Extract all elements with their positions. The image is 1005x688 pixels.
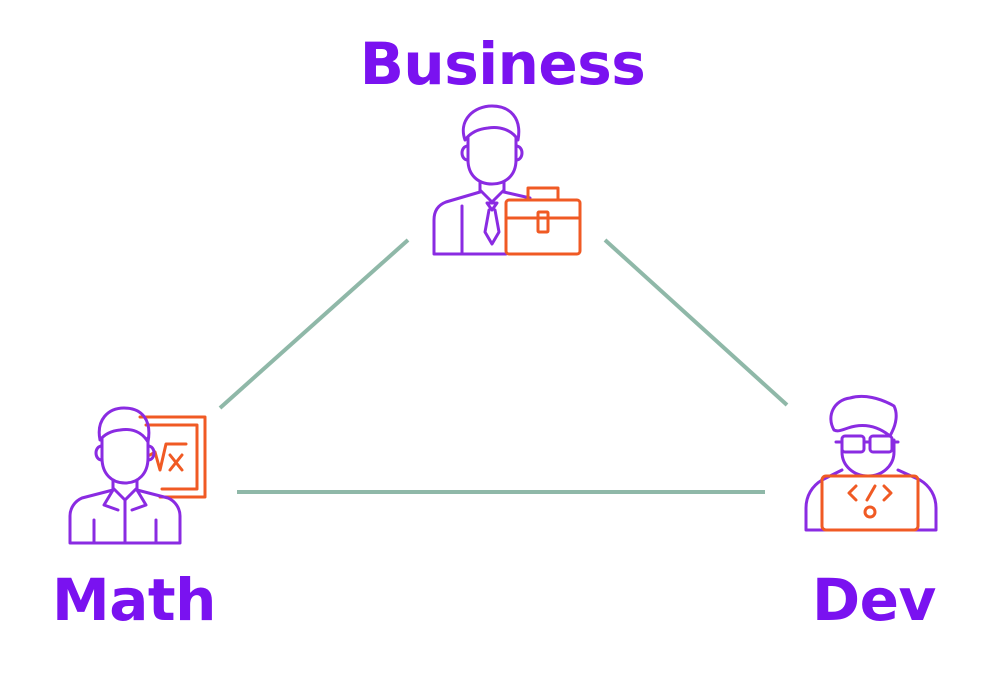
businessman-with-briefcase-icon <box>432 104 582 256</box>
developer-with-laptop-icon <box>804 394 938 532</box>
node-label-math: Math <box>52 566 216 634</box>
node-label-business: Business <box>359 30 646 98</box>
connector-business-math <box>218 238 410 410</box>
node-label-dev: Dev <box>812 566 936 634</box>
connectors <box>218 238 789 494</box>
connector-business-dev <box>603 238 789 407</box>
mathematician-with-board-icon <box>68 406 207 545</box>
